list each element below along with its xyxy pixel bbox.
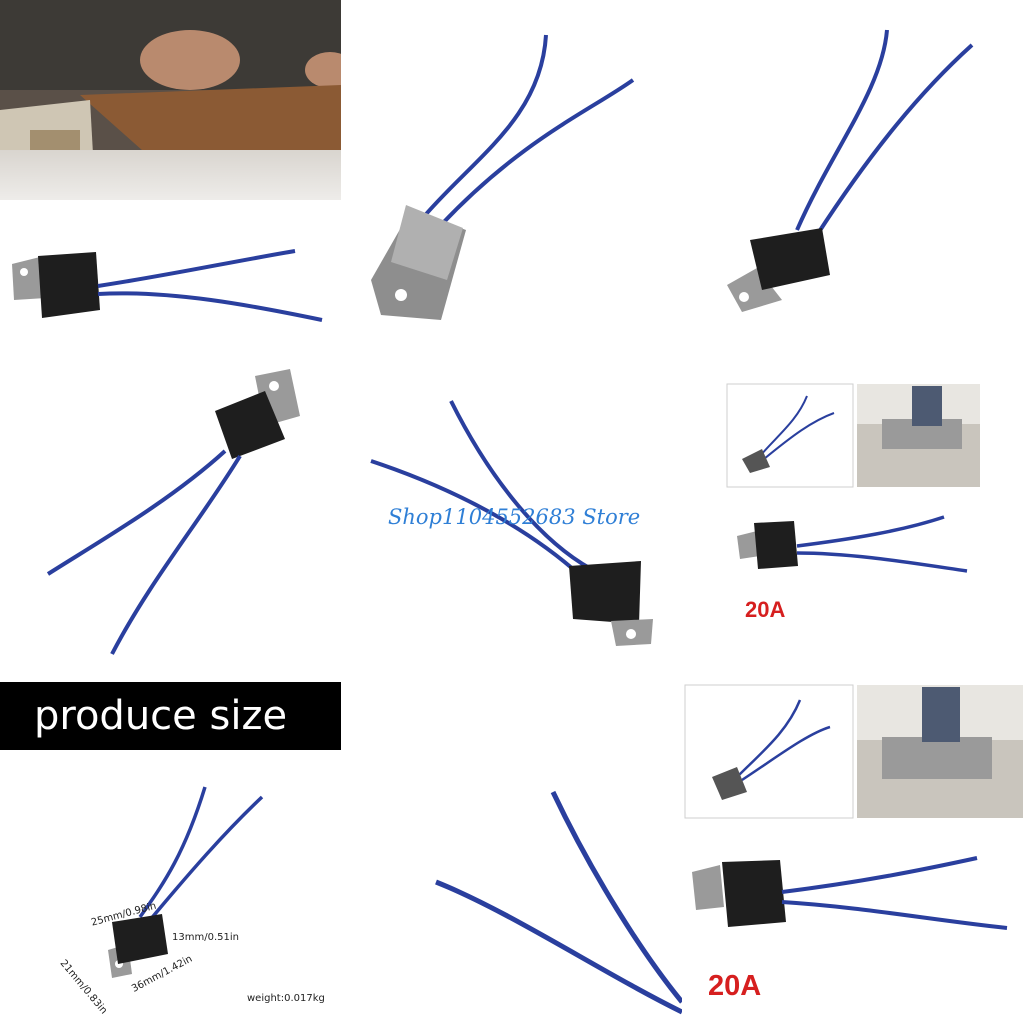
dimension-height: 13mm/0.51in — [172, 932, 239, 943]
product-photo-workshop — [0, 0, 341, 341]
rating-label-20a: 20A — [745, 597, 786, 622]
rating-label-20a-large: 20A — [708, 970, 762, 1002]
product-photo-module-wires-down — [0, 341, 341, 682]
product-photo-collage-20a — [682, 341, 1023, 682]
product-photo-module-angled — [341, 0, 682, 341]
produce-size-banner: produce size — [0, 682, 341, 750]
product-photo-collage-20a-large — [682, 682, 1023, 1023]
product-photo-module-wires-up — [341, 341, 682, 682]
store-watermark: Shop1104552683 Store — [388, 505, 641, 529]
product-photo-wires-closeup — [341, 682, 682, 1023]
produce-size-label: produce size — [34, 693, 288, 739]
weight-label: weight:0.017kg — [247, 993, 325, 1004]
product-photo-module-upright — [682, 0, 1023, 341]
